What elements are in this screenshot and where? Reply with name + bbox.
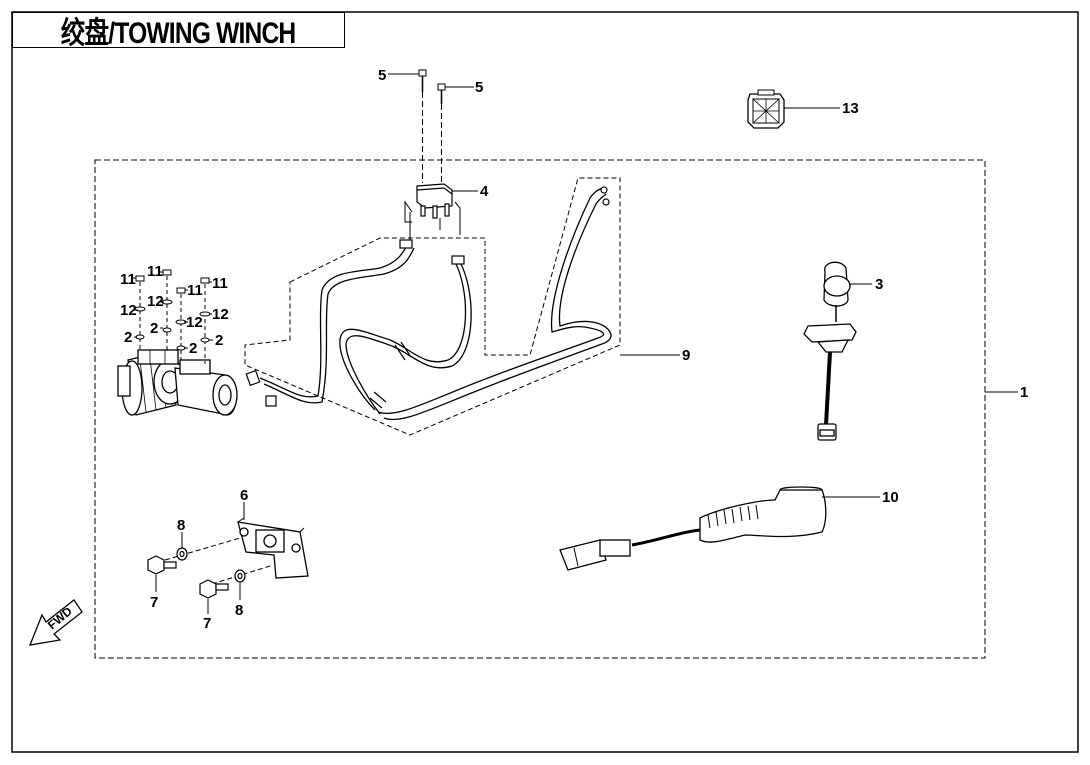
winch-motor [117,349,238,416]
title-box: 绞盘/TOWING WINCH [12,12,345,50]
callout-2d: 2 [215,332,223,349]
callout-12b: 12 [147,293,164,310]
callout-12a: 12 [120,302,137,319]
switch-3 [803,261,857,441]
kit-boundary [94,159,986,659]
callout-2b: 2 [150,320,158,337]
bolt-5-right [437,83,446,183]
page-title: 绞盘/TOWING WINCH [61,17,296,50]
callout-3: 3 [875,276,883,293]
callout-11d: 11 [212,275,228,292]
callout-12d: 12 [212,306,229,323]
callout-10: 10 [882,489,899,506]
callout-2a: 2 [124,329,132,346]
callout-7b: 7 [203,615,211,632]
callout-7a: 7 [150,594,158,611]
callout-5b: 5 [475,79,483,96]
fwd-arrow-icon: FWD [28,599,83,646]
callout-11c: 11 [187,282,203,299]
callout-6: 6 [240,487,248,504]
fairlead-bracket-6 [237,517,309,579]
wiring-harness [245,186,612,421]
bolt-5-left [418,69,427,183]
bolts-washers-7-8 [147,537,271,599]
callout-13: 13 [842,100,859,117]
connector-13 [747,89,785,129]
callout-numbers: 5 5 13 4 3 1 9 10 6 8 8 7 7 11 11 11 11 … [120,67,1028,632]
callout-11a: 11 [120,271,136,288]
callout-11b: 11 [147,263,163,280]
relay-contactor [404,183,461,240]
callout-2c: 2 [189,340,197,357]
leader-lines [133,73,1018,614]
callout-8b: 8 [235,602,243,619]
callout-1: 1 [1020,384,1028,401]
callout-4: 4 [480,183,489,200]
controller-10 [559,486,827,571]
harness-outline [244,177,621,436]
callout-9: 9 [682,347,690,364]
callout-8a: 8 [177,517,185,534]
callout-5a: 5 [378,67,386,84]
callout-12c: 12 [186,314,203,331]
outer-frame [11,11,1079,753]
